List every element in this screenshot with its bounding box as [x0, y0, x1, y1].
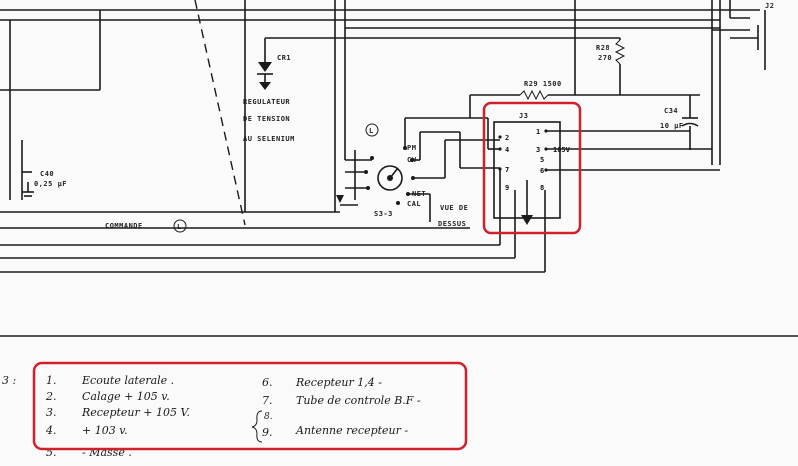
j3-pin-3: 3 — [536, 146, 540, 154]
legend-right-num-8: 8. — [264, 412, 273, 422]
j3-pin-8: 8 — [540, 184, 544, 192]
legend-left-text-3: Recepteur + 105 V. — [81, 406, 190, 419]
top-wires — [0, 0, 760, 165]
legend-left-text-1: Ecoute laterale . — [81, 374, 174, 387]
j3-pin-5: 5 — [540, 156, 544, 164]
rotary-switch-s3: L PM CW NET CAL S3-3 VUE DE — [336, 117, 500, 228]
legend-brace — [251, 410, 263, 443]
legend-left-num-4: 4. — [45, 424, 57, 437]
legend-left-num-3: 3. — [46, 406, 57, 419]
j3-pin-4: 4 — [505, 146, 509, 154]
diode-cr1: CR1 REGULATEUR DE TENSION AU SELENIUM — [243, 38, 295, 143]
legend-left-num-1: 1. — [46, 374, 57, 387]
j2-label: J2 — [765, 2, 774, 10]
c34-label: C34 — [664, 107, 678, 115]
commande-label: COMMANDE — [105, 222, 143, 230]
switch-pm: PM — [407, 144, 416, 152]
j3-pin-9: 9 — [505, 184, 509, 192]
legend-right-text-6: Recepteur 1,4 - — [295, 376, 382, 389]
r28-label: R28 — [596, 44, 610, 52]
j3-105v-label: 105V — [553, 146, 571, 154]
legend-right-num-7: 7. — [262, 394, 273, 407]
legend-left-text-4: + 103 v. — [82, 424, 128, 437]
resistor-r29: R29 1500 — [469, 80, 700, 118]
j3-pin-2: 2 — [505, 134, 509, 142]
commande-circle-letter: L — [177, 223, 182, 231]
regulateur-line2: DE TENSION — [243, 115, 290, 123]
r28-value: 270 — [598, 54, 612, 62]
legend-left-num-5: 5. — [46, 446, 57, 459]
legend-right-text-9: Antenne recepteur - — [295, 424, 408, 437]
legend-left-num-2: 2. — [45, 390, 57, 403]
legend-right-num-9: 9. — [262, 426, 273, 439]
regulateur-line1: REGULATEUR — [243, 98, 290, 106]
j3-highlight-box — [482, 101, 582, 235]
legend-highlight-box — [32, 361, 468, 451]
r29-label: R29 1500 — [524, 80, 562, 88]
pin-legend: 3 : 1. Ecoute laterale . 2. Calage + 105… — [2, 374, 421, 459]
connector-j3: J3 1 2 3 4 5 6 7 8 9 105V — [470, 0, 720, 272]
cr1-label: CR1 — [277, 54, 291, 62]
left-wires — [0, 0, 545, 273]
switch-cal: CAL — [407, 200, 421, 208]
j3-pin-1: 1 — [536, 128, 540, 136]
commande-label-group: COMMANDE L — [105, 219, 187, 233]
vue-dessus-label: DESSUS — [438, 220, 466, 228]
c34-value: 10 µF — [660, 122, 684, 130]
c40-value: 0,25 µF — [34, 180, 67, 188]
legend-left-text-2: Calage + 105 v. — [82, 390, 170, 403]
j3-pin-6: 6 — [540, 167, 544, 175]
switch-circle-letter: L — [369, 127, 374, 135]
legend-right-num-6: 6. — [262, 376, 273, 389]
j3-label: J3 — [519, 112, 528, 120]
legend-prefix: 3 : — [2, 374, 16, 387]
regulateur-line3: AU SELENIUM — [243, 135, 295, 143]
capacitor-c40: C40 0,25 µF — [22, 170, 67, 197]
c40-label: C40 — [40, 170, 54, 178]
switch-s3-label: S3-3 — [374, 210, 393, 218]
capacitor-c34: C34 10 µF — [660, 95, 699, 150]
resistor-r28: R28 270 — [596, 38, 626, 95]
jack-j2: J2 — [712, 2, 774, 70]
switch-cw: CW — [407, 156, 417, 164]
j3-pin-7: 7 — [505, 166, 509, 174]
legend-right-text-7: Tube de controle B.F - — [296, 394, 421, 407]
vue-de-label: VUE DE — [440, 204, 468, 212]
